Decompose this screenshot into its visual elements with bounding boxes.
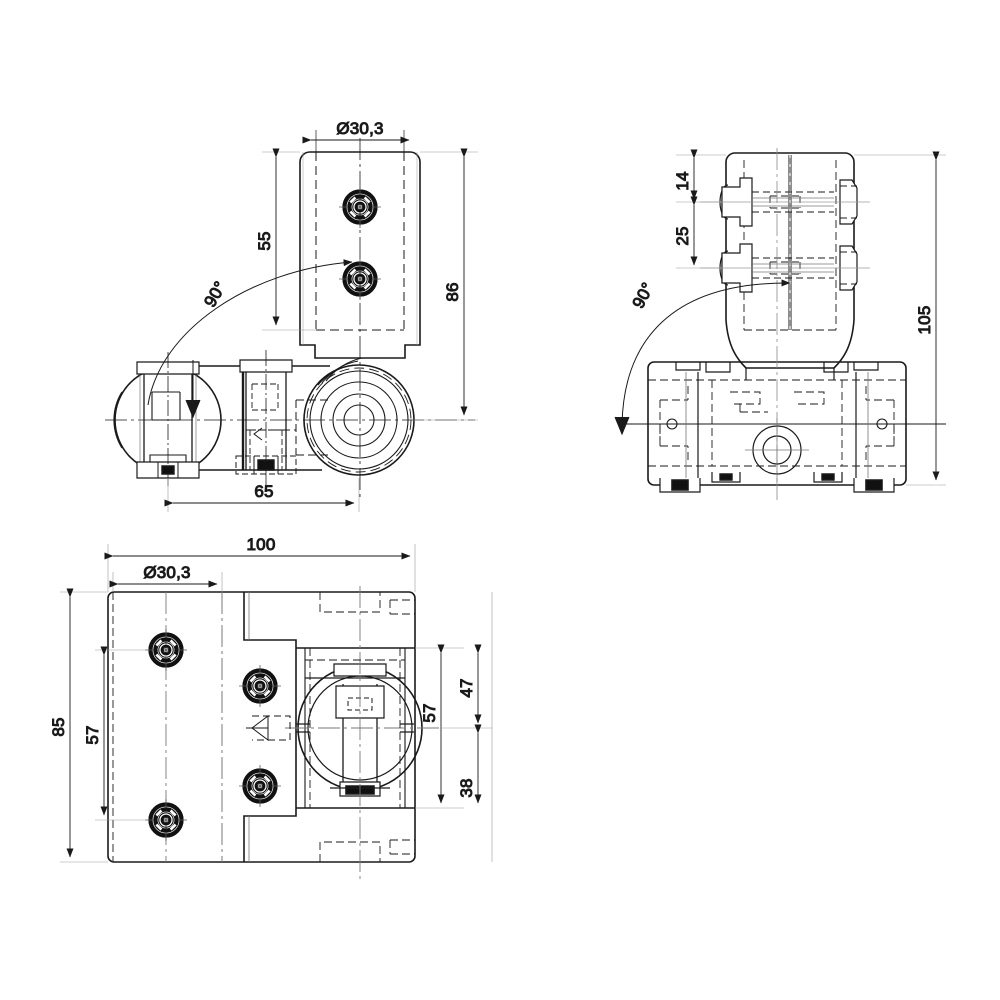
dim-label-55: 55	[255, 231, 274, 250]
top-view-riser	[243, 592, 297, 862]
dim-label-100: 100	[247, 535, 276, 554]
side-view-angle-leader	[614, 279, 791, 436]
dim-38: 38	[457, 724, 482, 804]
dim-105: 105	[854, 151, 946, 486]
dim-label-38: 38	[457, 778, 476, 797]
dim-65: 65	[164, 478, 360, 512]
top-view-screw-tl	[145, 629, 187, 671]
front-view-angle-leader	[147, 259, 353, 419]
top-view-centre-arrow	[246, 715, 291, 741]
dim-label-47: 47	[457, 678, 476, 697]
front-view-hidden-detail	[246, 399, 330, 456]
side-view-base-block	[618, 148, 946, 500]
dim-47: 47	[441, 644, 492, 729]
front-view: Ø30,3 55 86 65 90°	[105, 119, 478, 512]
dim-dia-30-3-top: Ø30,3	[109, 563, 223, 592]
dim-label-90-front: 90°	[200, 278, 230, 310]
dim-label-65: 65	[254, 482, 273, 501]
side-view-bolt-lower	[700, 243, 870, 293]
dim-dia-30-3-front: Ø30,3	[302, 119, 410, 152]
dim-label-57-left: 57	[83, 725, 102, 744]
dim-label-105: 105	[915, 306, 934, 335]
top-view: 100 Ø30,3 85 57 57	[49, 535, 493, 880]
dim-25: 25	[673, 196, 722, 269]
dim-57-left: 57	[83, 646, 146, 821]
top-view-clamp-block	[285, 586, 440, 880]
dim-label-dia-30-3-front: Ø30,3	[336, 119, 383, 138]
dim-label-57-right: 57	[420, 703, 439, 722]
front-view-screw-upper	[339, 186, 381, 228]
dim-label-85: 85	[49, 717, 68, 736]
dim-label-90-side: 90°	[629, 279, 658, 311]
front-view-upper-body	[299, 151, 421, 359]
top-view-screw-bm	[239, 765, 281, 807]
dim-14: 14	[673, 149, 726, 203]
front-view-screw-lower	[339, 258, 381, 300]
top-view-hidden-features	[305, 592, 415, 862]
dim-label-86: 86	[443, 282, 462, 301]
dim-100: 100	[104, 535, 416, 592]
front-view-clamp-bolt-left	[136, 352, 200, 486]
front-view-clamp-bolt-middle	[235, 350, 297, 486]
dim-86: 86	[413, 148, 478, 421]
dim-label-dia-30-3-top: Ø30,3	[143, 563, 190, 582]
dim-label-14: 14	[673, 171, 692, 190]
side-view: 90° 14 25 105	[614, 148, 946, 500]
top-view-screw-bl	[145, 799, 187, 841]
front-view-lower-arm	[105, 350, 475, 486]
dim-label-25: 25	[673, 226, 692, 245]
dim-55: 55	[255, 148, 316, 331]
dim-85: 85	[49, 588, 108, 863]
top-view-screw-tm	[239, 665, 281, 707]
side-view-bolt-upper	[700, 177, 870, 227]
